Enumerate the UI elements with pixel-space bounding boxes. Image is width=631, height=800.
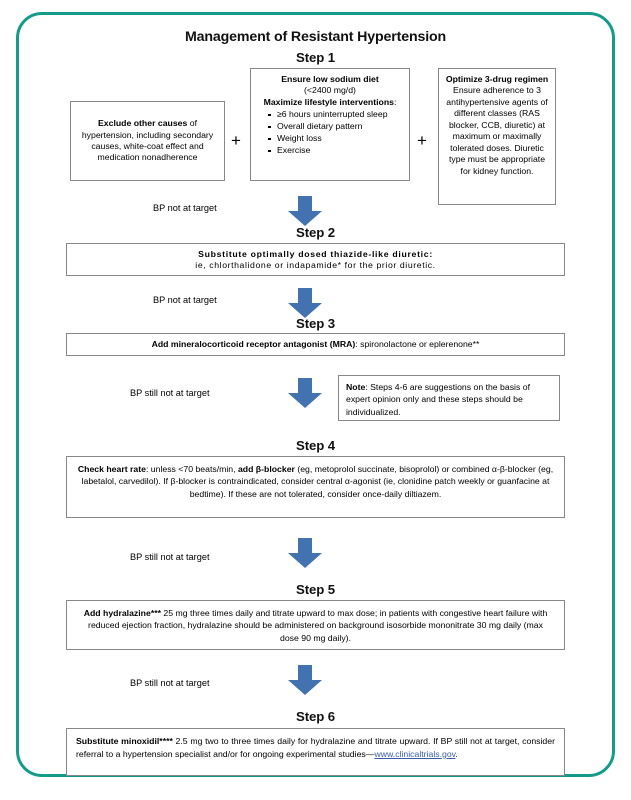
transition-label-5: BP still not at target [130, 678, 210, 688]
box-exclude-other-causes: Exclude other causes of hypertension, in… [70, 101, 225, 181]
optimize-head: Optimize 3-drug regimen [445, 74, 549, 84]
note-bold-lead: Note [346, 382, 366, 392]
step2-line2: ie, chlorthalidone or indapamide* for th… [195, 260, 436, 271]
step6-body-tail: . [455, 749, 458, 760]
box-step-4-content: Check heart rate: unless <70 beats/min, … [66, 456, 565, 518]
lifestyle-head-line3-tail: : [393, 96, 397, 107]
box-step-3-content: Add mineralocorticoid receptor antagonis… [66, 333, 565, 356]
plus-sign-icon-1: + [231, 131, 241, 150]
note-body: : Steps 4-6 are suggestions on the basis… [346, 382, 530, 417]
step3-body: : spironolactone or eplerenone** [355, 338, 480, 349]
step4-seg1: : unless <70 beats/min, [145, 464, 238, 474]
box-exclude-bold-lead: Exclude other causes [98, 118, 188, 129]
box-exclude-body: of hypertension, including secondary cau… [81, 118, 214, 163]
step-label-6: Step 6 [296, 709, 335, 724]
step4-body: (eg, metoprolol succinate, bisoprolol) o… [81, 464, 554, 499]
step-label-3: Step 3 [296, 316, 335, 331]
optimize-body: Ensure adherence to 3 antihypertensive a… [446, 85, 548, 176]
box-note-steps-4-6: Note: Steps 4-6 are suggestions on the b… [338, 375, 560, 421]
list-item: Overall dietary pattern [268, 121, 405, 132]
step4-bold-lead: Check heart rate [77, 464, 146, 474]
step6-bold-lead: Substitute minoxidil**** [76, 736, 173, 746]
step3-bold-lead: Add mineralocorticoid receptor antagonis… [151, 338, 356, 349]
transition-label-2: BP not at target [153, 295, 217, 305]
plus-sign-icon-2: + [417, 131, 427, 150]
step2-line1: Substitute optimally dosed thiazide-like… [198, 249, 433, 259]
down-arrow-icon-4 [288, 538, 322, 568]
box-optimize-3-drug-regimen: Optimize 3-drug regimen Ensure adherence… [438, 68, 556, 205]
step-label-5: Step 5 [296, 582, 335, 597]
clinicaltrials-link[interactable]: www.clinicaltrials.gov [374, 749, 456, 760]
box-step-5-content: Add hydralazine*** 25 mg three times dai… [66, 600, 565, 650]
box-lifestyle-interventions: Ensure low sodium diet (<2400 mg/d) Maxi… [250, 68, 410, 181]
box-step-2-content: Substitute optimally dosed thiazide-like… [66, 243, 565, 276]
step5-body: 25 mg three times daily and titrate upwa… [88, 608, 548, 643]
step-label-2: Step 2 [296, 225, 335, 240]
figure-title: Management of Resistant Hypertension [184, 29, 447, 45]
box-step-6-content: Substitute minoxidil**** 2.5 mg two to t… [66, 728, 565, 776]
list-item: ≥6 hours uninterrupted sleep [268, 109, 405, 120]
lifestyle-head-line2: (<2400 mg/d) [304, 85, 356, 96]
down-arrow-icon-3 [288, 378, 322, 408]
transition-label-3: BP still not at target [130, 388, 210, 398]
down-arrow-icon-1 [288, 196, 322, 226]
step6-body: 2.5 mg two to three times daily for hydr… [76, 736, 555, 760]
lifestyle-bullet-list: ≥6 hours uninterrupted sleep Overall die… [255, 109, 405, 156]
down-arrow-icon-2 [288, 288, 322, 318]
step-label-1: Step 1 [296, 50, 335, 65]
step-label-4: Step 4 [296, 438, 335, 453]
transition-label-1: BP not at target [153, 203, 217, 213]
transition-label-4: BP still not at target [130, 552, 210, 562]
lifestyle-head-line1: Ensure low sodium diet [281, 74, 379, 84]
lifestyle-head-line3: Maximize lifestyle interventions [263, 96, 394, 107]
down-arrow-icon-5 [288, 665, 322, 695]
list-item: Exercise [268, 145, 405, 156]
step5-bold-lead: Add hydralazine*** [83, 608, 161, 618]
list-item: Weight loss [268, 133, 405, 144]
step4-bold-mid: add β-blocker [237, 464, 295, 474]
